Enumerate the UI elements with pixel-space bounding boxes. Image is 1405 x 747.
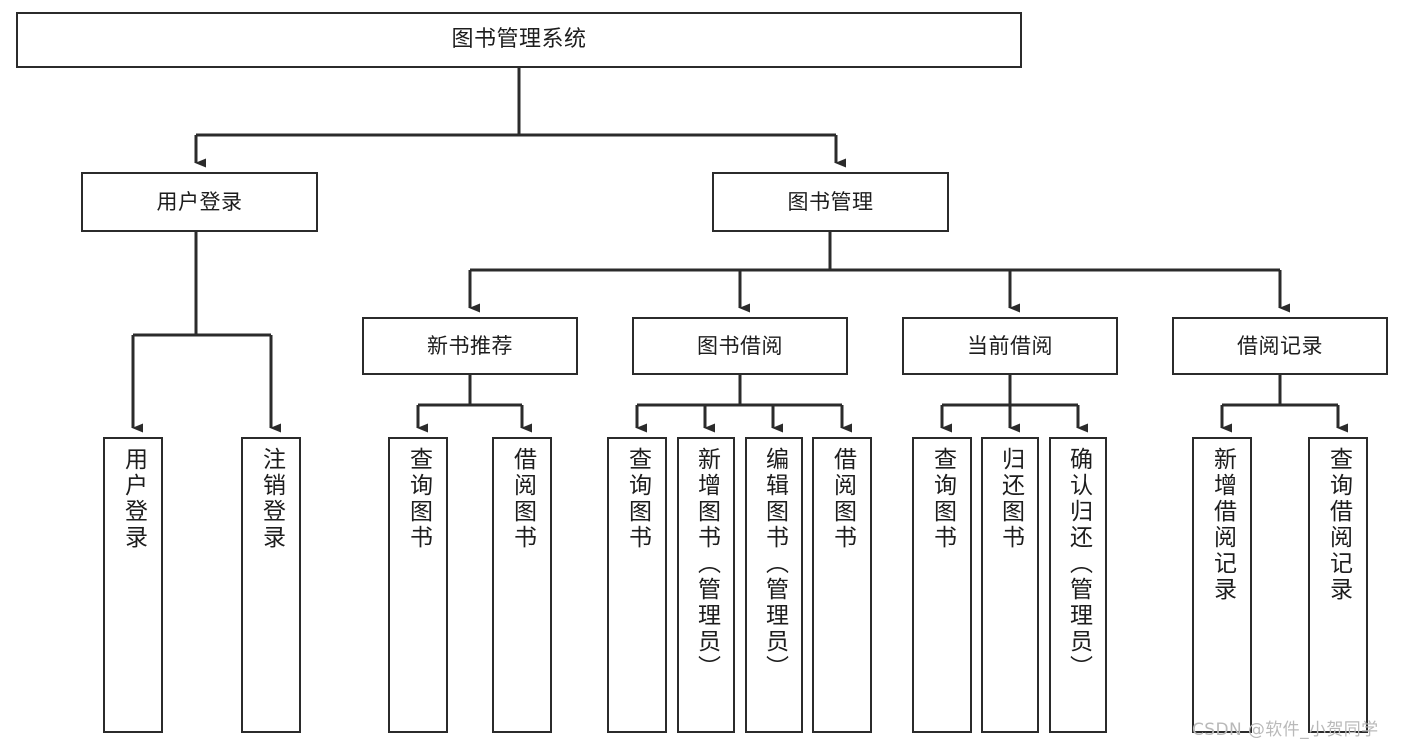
node-label: 用户登录 <box>156 189 243 214</box>
leaf-borrow-query-book[interactable]: 查询图书 <box>607 437 667 733</box>
node-label: 新增借阅记录 <box>1209 447 1236 603</box>
leaf-current-confirm-return-admin[interactable]: 确认归还（管理员） <box>1049 437 1107 733</box>
node-borrow-record[interactable]: 借阅记录 <box>1172 317 1388 375</box>
node-label: 借阅图书 <box>509 447 536 551</box>
leaf-borrow-edit-book-admin[interactable]: 编辑图书（管理员） <box>745 437 803 733</box>
leaf-recommend-borrow-book[interactable]: 借阅图书 <box>492 437 552 733</box>
leaf-user-login-logout[interactable]: 注销登录 <box>241 437 301 733</box>
node-label: 新增图书（管理员） <box>693 447 720 681</box>
leaf-borrow-borrow-book[interactable]: 借阅图书 <box>812 437 872 733</box>
node-label: 编辑图书（管理员） <box>761 447 788 681</box>
node-label: 图书管理 <box>787 189 874 214</box>
node-user-login[interactable]: 用户登录 <box>81 172 318 232</box>
node-current-borrow[interactable]: 当前借阅 <box>902 317 1118 375</box>
node-label: 归还图书 <box>997 447 1024 551</box>
node-book-borrow[interactable]: 图书借阅 <box>632 317 848 375</box>
node-book-management[interactable]: 图书管理 <box>712 172 949 232</box>
node-label: 借阅记录 <box>1237 333 1323 358</box>
node-label: 查询借阅记录 <box>1325 447 1352 603</box>
node-label: 图书管理系统 <box>451 27 587 53</box>
node-label: 新书推荐 <box>427 333 513 358</box>
leaf-current-return-book[interactable]: 归还图书 <box>981 437 1039 733</box>
node-root-system[interactable]: 图书管理系统 <box>16 12 1022 68</box>
node-label: 查询图书 <box>624 447 651 551</box>
leaf-user-login-login[interactable]: 用户登录 <box>103 437 163 733</box>
node-label: 查询图书 <box>929 447 956 551</box>
node-label: 借阅图书 <box>829 447 856 551</box>
node-label: 注销登录 <box>258 447 285 551</box>
node-label: 图书借阅 <box>697 333 783 358</box>
csdn-watermark: CSDN @软件_小贺同学 <box>1192 720 1379 740</box>
node-new-book-recommend[interactable]: 新书推荐 <box>362 317 578 375</box>
leaf-record-query-record[interactable]: 查询借阅记录 <box>1308 437 1368 733</box>
node-label: 确认归还（管理员） <box>1065 447 1092 681</box>
leaf-current-query-book[interactable]: 查询图书 <box>912 437 972 733</box>
node-label: 用户登录 <box>120 447 147 551</box>
leaf-borrow-add-book-admin[interactable]: 新增图书（管理员） <box>677 437 735 733</box>
node-label: 查询图书 <box>405 447 432 551</box>
leaf-record-add-record[interactable]: 新增借阅记录 <box>1192 437 1252 733</box>
node-label: 当前借阅 <box>967 333 1053 358</box>
leaf-recommend-query-book[interactable]: 查询图书 <box>388 437 448 733</box>
